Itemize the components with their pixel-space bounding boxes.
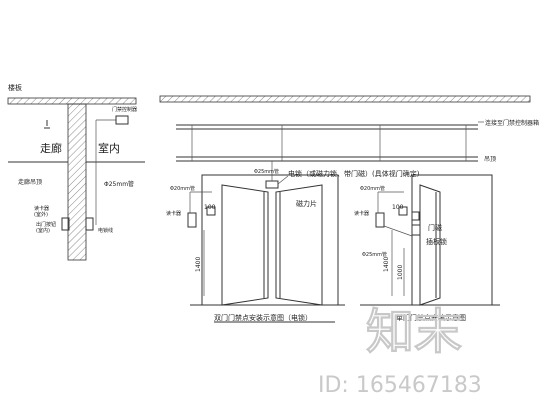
controller-box-label: 门禁控制器 (112, 106, 137, 113)
single-door-reader (375, 212, 385, 228)
single-door: 门磁 插板锁 Φ20mm管 读卡器 Φ25mm管 100 1400 1000 单… (354, 174, 500, 322)
single-door-leaf (419, 184, 441, 306)
controller-box (115, 115, 129, 125)
double-door-dim-100: 100 (204, 204, 216, 211)
reader-label: 读卡器(室外) (34, 205, 49, 218)
section-pipe-label: Φ25mm管 (104, 180, 134, 188)
right-leaf (275, 184, 323, 306)
double-door: 电锁（或磁力锁、带门磁）(具体视门确定) Φ25mm管 磁力片 Φ20mm管 读… (166, 161, 420, 323)
indoor-label: 室内 (98, 141, 120, 155)
double-door-lock-note: 电锁（或磁力锁、带门磁）(具体视门确定) (288, 169, 420, 178)
double-door-pipe-label: Φ25mm管 (254, 168, 279, 175)
double-door-caption: 双门门禁点安装示意图（电锁） (214, 313, 312, 322)
exit-button-label: 出门按钮(室内) (36, 221, 56, 234)
section-view: 楼板 走廊 室内 走廊吊顶 门禁控制器 Φ25mm管 读卡器(室外) 出门按钮(… (7, 83, 145, 261)
single-door-caption: 单门门禁点安装示意图 (396, 313, 466, 322)
corridor-ceiling-label: 走廊吊顶 (18, 178, 42, 186)
single-door-magnet (411, 211, 420, 221)
single-lock-wire (383, 225, 413, 237)
lock-note-leader (277, 175, 289, 185)
single-door-pipe-label: Φ25mm管 (362, 251, 387, 258)
double-door-dim-1400: 1400 (195, 257, 202, 272)
elevation-view: 连接至门禁控制器箱 吊顶 电锁（或磁力锁、带门磁）(具体视门确定) Φ25mm管… (159, 95, 539, 323)
single-door-dim-100: 100 (392, 204, 404, 211)
watermark-brand: 知末 (366, 304, 462, 360)
magnet-label: 磁力片 (296, 199, 317, 208)
wall (67, 103, 87, 261)
left-leaf (221, 184, 269, 306)
door-magnet-label: 门磁 (428, 223, 442, 232)
single-door-junction (398, 206, 408, 216)
exit-button-box (85, 217, 94, 231)
ceiling-label: 吊顶 (484, 156, 496, 163)
single-door-dim-1000: 1000 (397, 265, 404, 280)
double-door-side-pipe: Φ20mm管 (170, 185, 195, 192)
reader-box (61, 217, 70, 231)
corridor-label: 走廊 (40, 141, 62, 155)
single-door-reader-label: 读卡器 (354, 210, 369, 217)
single-door-frame (411, 174, 493, 306)
floor-slab (7, 97, 137, 105)
double-door-junction (206, 206, 216, 216)
watermark: 知末 ID: 165467183 (318, 303, 482, 398)
single-door-lock (411, 224, 421, 236)
top-label: 连接至门禁控制器箱 (485, 119, 539, 127)
watermark-id: ID: 165467183 (318, 373, 482, 398)
single-door-side-pipe: Φ20mm管 (360, 185, 385, 192)
single-door-dim-1400: 1400 (383, 257, 390, 272)
bolt-lock-label: 插板锁 (426, 237, 447, 246)
upper-slab (159, 95, 531, 103)
double-door-reader-label: 读卡器 (166, 210, 181, 217)
lock-wire-label: 电锁线 (98, 227, 113, 234)
double-door-lock (265, 180, 279, 189)
floor-slab-label: 楼板 (8, 83, 22, 92)
double-door-reader (187, 212, 197, 228)
